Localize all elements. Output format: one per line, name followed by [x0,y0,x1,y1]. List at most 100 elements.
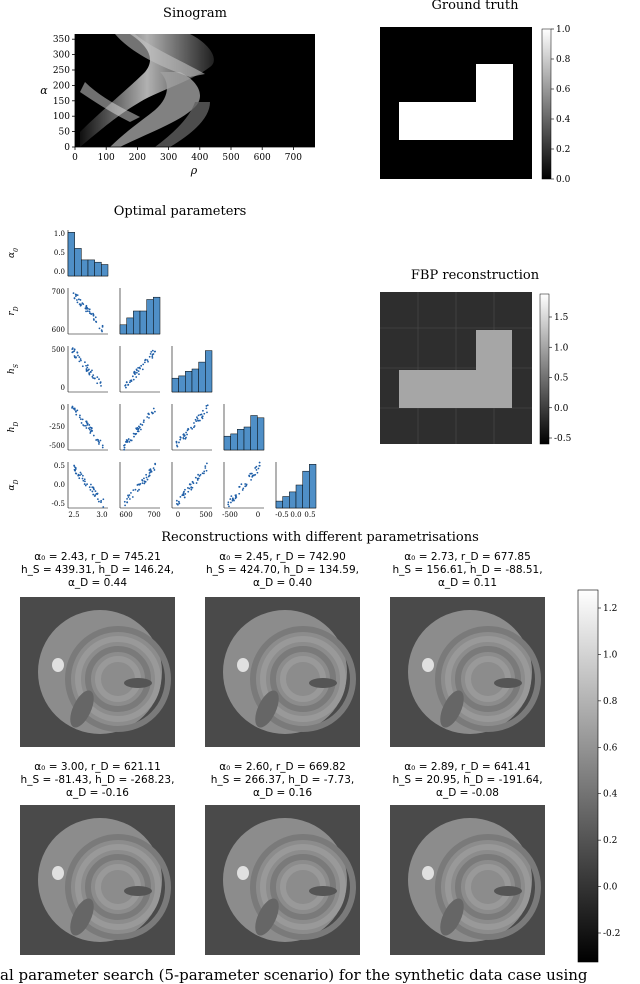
histogram-bar [178,375,186,393]
scatter-point [124,504,126,507]
reconstruction-image [390,597,545,747]
scatter-point [127,494,129,497]
scatter-point [141,479,144,481]
histogram-bar [101,264,109,277]
scatter-point [206,462,208,465]
scatter-point [245,483,248,486]
pairplot-row-label: rD [7,306,20,315]
phantom-bright-spot [52,658,64,672]
reconstructions-title: Reconstructions with different parametri… [161,530,479,545]
scatter-point [244,483,247,485]
scatter-point [145,476,148,479]
pairplot-cell [119,288,161,335]
scatter-point [149,471,152,473]
scatter-point [138,366,141,369]
colorbar-tick-label: 0.6 [556,85,571,95]
pairplot-row-tick: 500 [52,346,65,354]
scatter-point [188,487,191,490]
histogram-bar [289,491,297,509]
scatter-point [184,493,187,495]
sinogram-ytick-label: 250 [53,66,70,76]
scatter-point [152,467,155,469]
phantom-bright-spot [237,866,249,880]
reconstructions-colorbar-wrap: 1.21.00.80.60.40.20.0-0.2 [577,589,620,963]
scatter-point [182,433,185,436]
scatter-point [101,325,104,328]
scatter-point [135,376,138,378]
scatter-point [138,488,140,491]
sinogram-xtick-label: 200 [129,153,146,163]
histogram-bar [230,433,238,451]
scatter-point [84,361,86,364]
scatter-point [141,482,144,485]
scatter-point [73,355,76,357]
pairplot-col-tick: -500 [222,511,238,519]
pairplot-cell [223,461,264,509]
colorbar-tick-label: 0.0 [556,175,571,184]
reconstruction-image [205,597,360,747]
pairplot-col-tick: 0.0 [290,511,301,519]
scatter-point [85,368,88,370]
reconstruction-parameter-line: h_S = -81.43, h_D = -268.23, [20,774,175,786]
sinogram-ytick-label: 350 [53,35,70,45]
reconstructions-colorbar [577,589,599,963]
scatter-point [81,302,84,305]
phantom-ring [85,646,151,712]
scatter-point [175,499,178,502]
scatter-point [81,474,84,477]
sinogram-ytick-label: 0 [64,143,70,153]
phantom-ring [250,834,356,940]
reconstruction-parameter-line: α_D = 0.16 [252,787,313,799]
colorbar-tick-label: 0.8 [556,55,571,65]
scatter-point [79,304,82,307]
scatter-point [151,356,154,359]
scatter-point [152,353,155,355]
scatter-point [198,475,201,477]
phantom-ring [260,844,346,930]
scatter-point [202,409,204,412]
scatter-point [91,375,94,378]
scatter-point [251,475,254,478]
scatter-point [183,490,185,493]
pairplot-row-tick: 0 [61,384,65,392]
scatter-point [135,371,138,374]
phantom-tilted-ellipse [70,898,94,936]
scatter-point [85,420,88,423]
scatter-point [92,486,95,489]
pairplot-cell [119,462,160,509]
colorbar-tick-label: 0.4 [556,115,571,125]
pairplot-cell [275,462,317,509]
scatter-point [83,483,86,485]
sinogram-xtick-label: 600 [254,153,271,163]
scatter-point [134,488,137,491]
scatter-point [179,495,182,498]
colorbar-tick-label: 0.4 [603,790,618,800]
scatter-point [126,498,128,500]
phantom-dark-ellipse [494,886,522,896]
sinogram-ylabel: α [40,84,48,97]
histogram-bar [237,429,245,451]
colorbar-tick-label: 0.6 [603,743,618,753]
reconstruction-parameter-line: α_D = 0.40 [252,577,313,589]
scatter-point [238,485,241,488]
scatter-point [176,445,179,448]
pairplot-row-label: αD [7,479,20,490]
scatter-point [126,441,128,444]
scatter-point [101,444,104,447]
scatter-point [130,439,133,442]
colorbar-tick-label: 1.5 [554,313,569,323]
scatter-point [141,424,144,426]
pairplot-col-tick: 2.5 [68,511,79,519]
scatter-point [231,498,234,500]
phantom-ring [260,636,346,722]
scatter-point [227,501,230,504]
pairplot-cell [171,462,212,509]
histogram-bar [74,248,82,277]
scatter-point [76,409,79,412]
scatter-point [123,446,126,449]
scatter-point [78,360,81,363]
scatter-point [129,498,131,500]
scatter-point [81,418,84,421]
scatter-point [185,431,188,434]
